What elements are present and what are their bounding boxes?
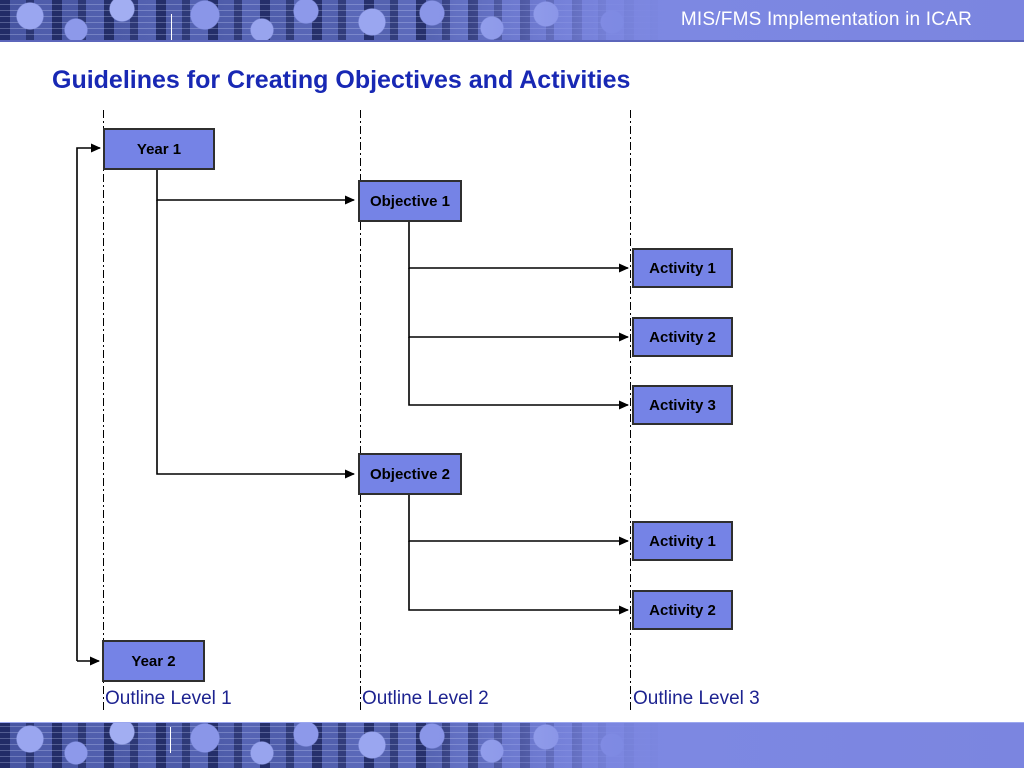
outline-level-label-3: Outline Level 3: [633, 688, 760, 709]
node-activity2a: Activity 2: [632, 317, 733, 357]
node-year2: Year 2: [102, 640, 205, 682]
node-activity2b: Activity 2: [632, 590, 733, 630]
node-activity3a: Activity 3: [632, 385, 733, 425]
header-title: MIS/FMS Implementation in ICAR: [680, 9, 972, 30]
outline-level-label-2: Outline Level 2: [362, 688, 489, 709]
node-year1: Year 1: [103, 128, 215, 170]
node-activity1a: Activity 1: [632, 248, 733, 288]
connector-arrow-4: [156, 200, 355, 479]
connector-arrow-1: [76, 143, 101, 661]
node-activity1b: Activity 1: [632, 521, 733, 561]
connector-arrow-9: [408, 541, 629, 615]
connector-arrow-6: [408, 268, 629, 342]
header-bar: MIS/FMS Implementation in ICAR: [0, 0, 1024, 42]
node-objective2: Objective 2: [358, 453, 462, 495]
footer-bar: [0, 722, 1024, 768]
outline-level-label-1: Outline Level 1: [105, 688, 232, 709]
connector-arrow-8: [408, 495, 629, 546]
page-title: Guidelines for Creating Objectives and A…: [52, 66, 631, 94]
connector-arrow-3: [156, 170, 355, 205]
connector-arrow-7: [408, 337, 629, 410]
connector-arrow-5: [408, 222, 629, 273]
node-objective1: Objective 1: [358, 180, 462, 222]
header-tick-mark: [171, 14, 172, 40]
footer-tick-mark: [170, 727, 171, 753]
